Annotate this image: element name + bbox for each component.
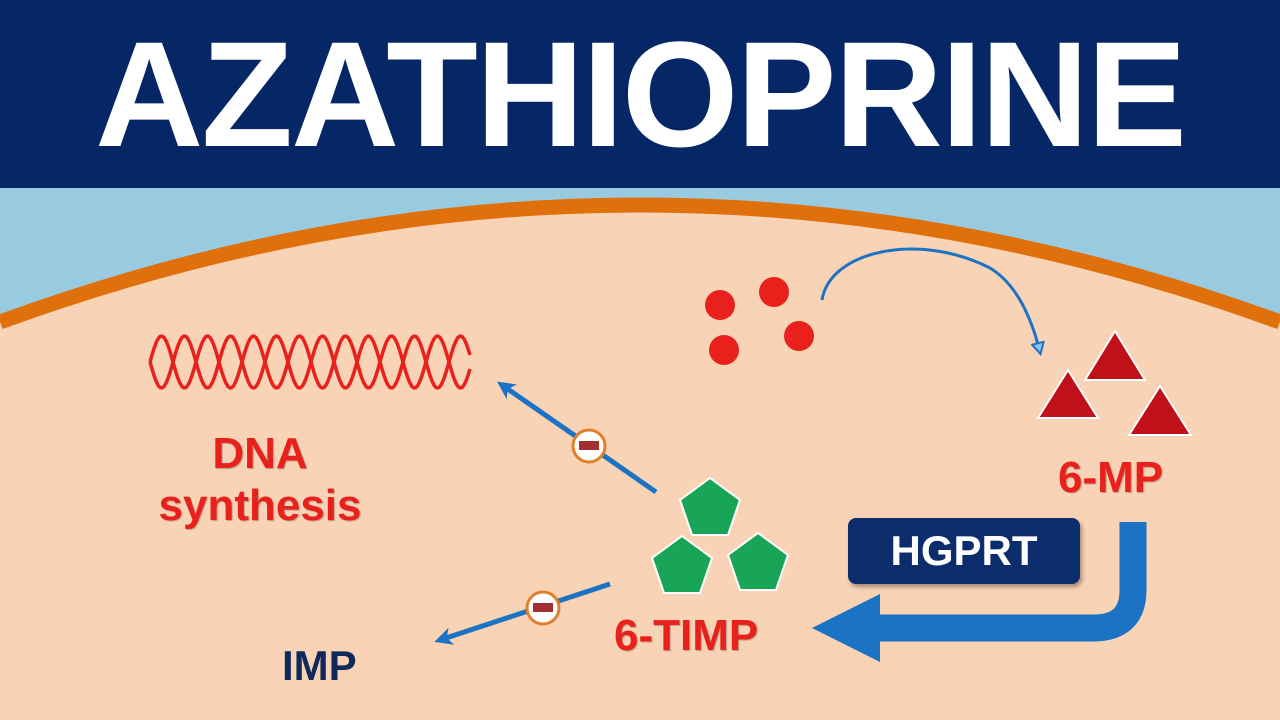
molecule-dot-icon (709, 335, 739, 365)
triangle-icon (1127, 384, 1193, 436)
dna-label-line1: DNA (212, 429, 308, 478)
page-title: AZATHIOPRINE (95, 10, 1187, 178)
hgprt-arrowhead (812, 594, 880, 662)
triangle-icon (1036, 368, 1100, 419)
imp-inhibition-arrow (434, 581, 611, 645)
azathioprine-molecules (705, 277, 814, 365)
title-bar: AZATHIOPRINE (0, 0, 1280, 188)
conversion-arrow (820, 247, 1040, 352)
6-mp-molecules (1036, 329, 1193, 436)
cell-cytoplasm (0, 205, 1280, 720)
6-mp-label: 6-MP (1058, 453, 1164, 502)
dna-synthesis-label: DNA synthesis (145, 428, 375, 532)
cell-diagram (0, 197, 1280, 720)
pentagon-icon (726, 531, 790, 591)
molecule-dot-icon (705, 290, 735, 320)
minus-circle-icon (571, 428, 607, 464)
imp-label: IMP (282, 642, 357, 689)
triangle-icon (1083, 329, 1147, 381)
dna-label-line2: synthesis (158, 480, 362, 530)
pentagon-icon (650, 534, 714, 594)
molecule-dot-icon (759, 277, 789, 307)
pentagon-icon (678, 476, 742, 536)
dna-helix-icon (148, 334, 472, 390)
molecule-dot-icon (784, 321, 814, 351)
6-timp-molecules (650, 476, 790, 594)
hgprt-enzyme-box: HGPRT (848, 518, 1080, 584)
minus-circle-icon (525, 590, 561, 626)
6-timp-label: 6-TIMP (614, 611, 759, 660)
cell-membrane (0, 197, 1280, 330)
hgprt-conversion-arrow (880, 522, 1147, 642)
